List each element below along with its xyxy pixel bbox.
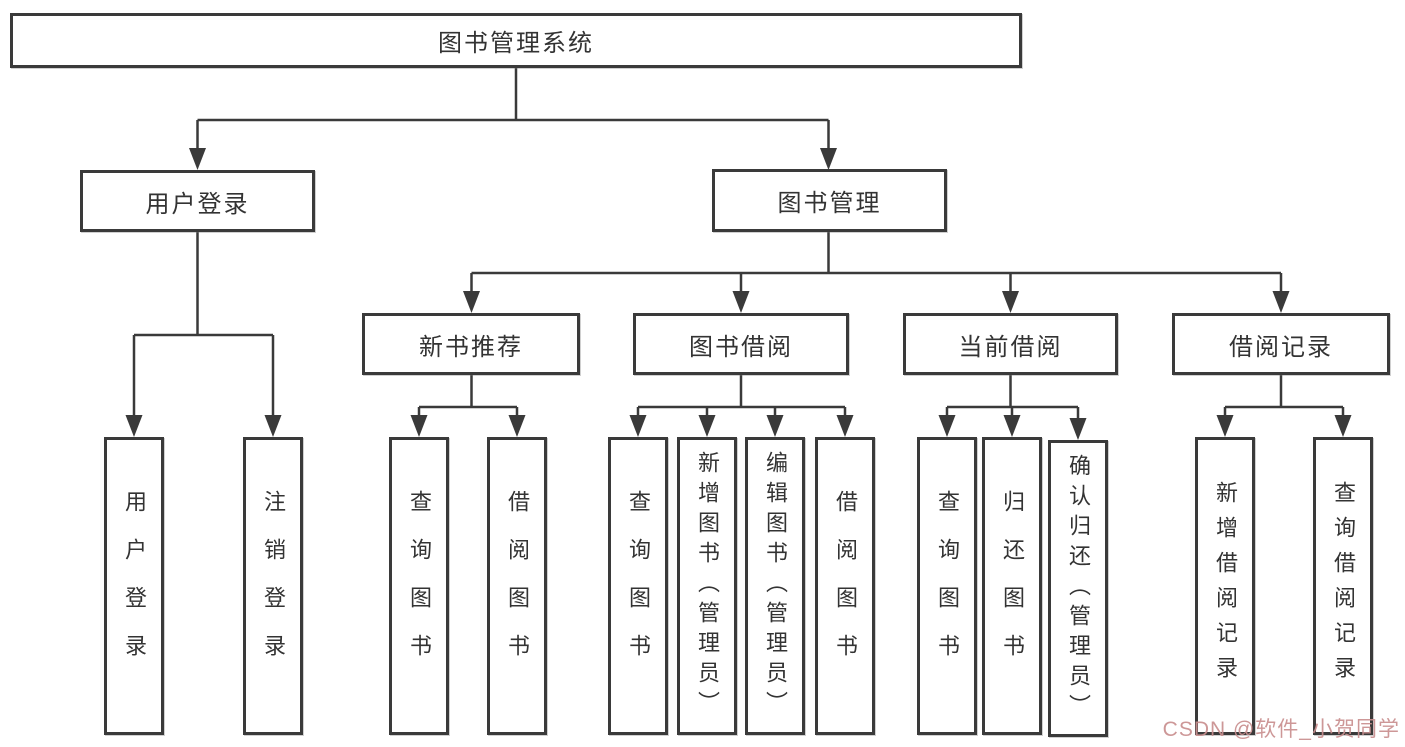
node-borrow-records-label: 借阅记录 [1229,333,1333,361]
leaf-nbr-borrow-books: 借阅图书 [487,437,547,735]
connector-user-login-children [125,232,282,437]
node-root-system: 图书管理系统 [10,13,1022,68]
node-current-borrow: 当前借阅 [903,313,1118,375]
connector-borrow-records-children [1216,375,1352,437]
leaf-logout-label: 注销登录 [261,490,286,682]
connector-current-borrow-children [938,375,1087,440]
leaf-br-add-record: 新增借阅记录 [1195,437,1255,735]
connector-root-to-level2 [189,68,837,170]
node-new-book-recommend: 新书推荐 [362,313,580,375]
leaf-br-add-record-label: 新增借阅记录 [1213,481,1238,691]
node-user-login-label: 用户登录 [145,190,250,218]
node-user-login: 用户登录 [80,170,315,232]
node-book-borrow-label: 图书借阅 [689,333,793,361]
node-book-management: 图书管理 [712,169,947,232]
leaf-bb-query-books-label: 查询图书 [626,490,651,682]
leaf-br-query-record-label: 查询借阅记录 [1331,481,1356,691]
leaf-bb-query-books: 查询图书 [608,437,668,735]
leaf-cb-confirm-return-admin-label: 确认归还（管理员） [1066,453,1091,724]
leaf-cb-confirm-return-admin: 确认归还（管理员） [1048,440,1108,737]
node-current-borrow-label: 当前借阅 [958,333,1063,361]
node-book-borrow: 图书借阅 [633,313,849,375]
node-new-book-recommend-label: 新书推荐 [419,333,523,361]
connector-new-book-children [410,375,526,437]
leaf-bb-add-books-admin: 新增图书（管理员） [677,437,737,735]
leaf-nbr-query-books-label: 查询图书 [407,490,432,682]
leaf-br-query-record: 查询借阅记录 [1313,437,1373,735]
leaf-cb-query-books: 查询图书 [917,437,977,735]
connector-book-borrow-children [629,375,854,437]
connector-book-management-children [463,232,1290,313]
node-book-management-label: 图书管理 [777,190,882,217]
leaf-bb-borrow-books: 借阅图书 [815,437,875,735]
leaf-cb-return-books-label: 归还图书 [1000,490,1025,682]
leaf-nbr-query-books: 查询图书 [389,437,449,735]
leaf-bb-edit-books-admin: 编辑图书（管理员） [745,437,805,735]
leaf-cb-query-books-label: 查询图书 [935,490,960,682]
node-borrow-records: 借阅记录 [1172,313,1390,375]
leaf-nbr-borrow-books-label: 借阅图书 [505,490,530,682]
leaf-bb-edit-books-admin-label: 编辑图书（管理员） [763,451,788,721]
leaf-bb-add-books-admin-label: 新增图书（管理员） [695,451,720,721]
leaf-user-login: 用户登录 [104,437,164,735]
leaf-bb-borrow-books-label: 借阅图书 [833,490,858,682]
leaf-user-login-label: 用户登录 [122,490,147,682]
leaf-logout: 注销登录 [243,437,303,735]
node-root-label: 图书管理系统 [438,30,594,57]
csdn-watermark: CSDN @软件_小贺同学 [1162,718,1400,741]
leaf-cb-return-books: 归还图书 [982,437,1042,735]
